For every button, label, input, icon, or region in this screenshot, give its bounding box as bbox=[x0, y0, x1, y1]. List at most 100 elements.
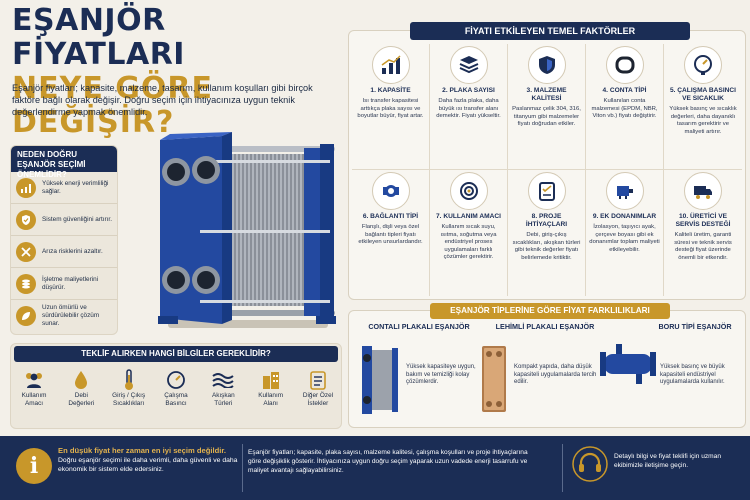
factor-title: 2. PLAKA SAYISI bbox=[442, 87, 495, 94]
factor-card: 9. EK DONANIMLAR İzolasyon, taşıyıcı aya… bbox=[586, 170, 664, 296]
types-panel bbox=[348, 310, 746, 428]
clipboard-icon bbox=[527, 172, 566, 210]
factor-card: 3. MALZEME KALİTESİ Paslanmaz çelik 304,… bbox=[508, 44, 586, 170]
quote-info-label: Çalışma Basıncı bbox=[164, 392, 188, 407]
quote-info-label: Giriş / Çıkış Sıcaklıkları bbox=[112, 392, 146, 407]
building-icon bbox=[251, 368, 291, 392]
quote-info-item: Giriş / Çıkış Sıcaklıkları bbox=[109, 368, 149, 408]
factor-title: 7. KULLANIM AMACI bbox=[436, 213, 501, 220]
factor-title: 9. EK DONANIMLAR bbox=[592, 213, 657, 220]
footer-tip-title: En düşük fiyat her zaman en iyi seçim de… bbox=[58, 446, 226, 455]
leaf-icon bbox=[16, 306, 36, 326]
type-name: BORU TİPİ EŞANJÖR bbox=[658, 322, 732, 331]
why-item: İşletme maliyetlerini düşürür. bbox=[11, 268, 117, 300]
brazed-exchanger-image bbox=[482, 346, 506, 412]
people-icon bbox=[14, 368, 54, 392]
shield-icon bbox=[527, 46, 566, 84]
pressure-gauge-icon bbox=[156, 368, 196, 392]
factor-title: 6. BAĞLANTI TİPİ bbox=[362, 213, 419, 220]
coins-icon bbox=[16, 273, 36, 294]
factor-desc: İzolasyon, taşıyıcı ayak, çerçeve boyası… bbox=[589, 224, 660, 253]
types-heading: EŞANJÖR TİPLERİNE GÖRE FİYAT FARKLILIKLA… bbox=[430, 303, 670, 319]
type-gasketed-plate: CONTALI PLAKALI EŞANJÖR Yüksek kapasitey… bbox=[354, 322, 484, 422]
tools-icon bbox=[16, 241, 36, 262]
why-item-text: İşletme maliyetlerini düşürür. bbox=[42, 275, 99, 291]
factor-card: 10. ÜRETİCİ VE SERVİS DESTEĞİ Kaliteli ü… bbox=[664, 170, 742, 296]
gasket-icon bbox=[605, 46, 644, 84]
info-icon: i bbox=[16, 448, 52, 484]
footer-tip: En düşük fiyat her zaman en iyi seçim de… bbox=[58, 446, 238, 474]
why-item-text: Uzun ömürlü ve sürdürülebilir çözüm suna… bbox=[42, 304, 100, 327]
factor-desc: Kullanılan conta malzemesi (EPDM, NBR, V… bbox=[591, 98, 658, 120]
footer-summary: Eşanjör fiyatları; kapasite, plaka sayıs… bbox=[248, 449, 528, 474]
factor-card: 4. CONTA TİPİ Kullanılan conta malzemesi… bbox=[586, 44, 664, 170]
title-line-1: EŞANJÖR FİYATLARI bbox=[12, 3, 185, 72]
quote-info-label: Kullanım Alanı bbox=[258, 392, 284, 407]
why-item: Sistem güvenliğini artırır. bbox=[11, 204, 117, 236]
gauge-icon bbox=[684, 46, 722, 84]
type-name: CONTALI PLAKALI EŞANJÖR bbox=[368, 322, 470, 331]
headset-icon bbox=[572, 446, 608, 482]
factor-card: 5. ÇALIŞMA BASINCI VE SICAKLIK Yüksek ba… bbox=[664, 44, 742, 170]
factor-title: 5. ÇALIŞMA BASINCI VE SICAKLIK bbox=[669, 87, 737, 102]
factor-desc: Paslanmaz çelik 304, 316, titanyum gibi … bbox=[512, 106, 581, 128]
quote-info-item: Debi Değerleri bbox=[61, 368, 101, 408]
plates-icon bbox=[449, 46, 488, 84]
factor-title: 8. PROJE İHTİYAÇLARI bbox=[525, 213, 568, 228]
why-heading: NEDEN DOĞRU EŞANJÖR SEÇİMİ ÖNEMLİDİR? bbox=[11, 146, 117, 179]
why-item-text: Arıza risklerini azaltır. bbox=[42, 247, 103, 255]
footer-divider bbox=[242, 444, 243, 492]
why-item-text: Sistem güvenliğini artırır. bbox=[42, 215, 112, 223]
factor-card: 2. PLAKA SAYISI Daha fazla plaka, daha b… bbox=[430, 44, 508, 170]
equipment-icon bbox=[605, 172, 644, 210]
footer-divider bbox=[562, 444, 563, 492]
footer-contact: Detaylı bilgi ve fiyat teklifi için uzma… bbox=[614, 453, 722, 469]
why-panel: NEDEN DOĞRU EŞANJÖR SEÇİMİ ÖNEMLİDİR? Yü… bbox=[10, 145, 118, 335]
factor-desc: Isı transfer kapasitesi arttıkça plaka s… bbox=[357, 98, 424, 120]
type-desc: Yüksek kapasiteye uygun, bakım ve temizl… bbox=[406, 364, 476, 386]
factor-title: 3. MALZEME KALİTESİ bbox=[526, 87, 567, 102]
quote-info-item: Akışkan Türleri bbox=[203, 368, 243, 408]
type-name: LEHİMLİ PLAKALI EŞANJÖR bbox=[495, 322, 595, 331]
type-brazed-plate: LEHİMLİ PLAKALI EŞANJÖR Kompakt yapıda, … bbox=[480, 322, 610, 422]
factor-title: 1. KAPASİTE bbox=[370, 87, 411, 94]
type-desc: Yüksek basınç ve büyük kapasiteli endüst… bbox=[660, 364, 725, 386]
pipe-fitting-icon bbox=[371, 172, 410, 210]
page-title: EŞANJÖR FİYATLARI NEYE GÖRE DEĞİŞİR? bbox=[12, 4, 342, 140]
factor-card: 6. BAĞLANTI TİPİ Flanşlı, dişli veya öze… bbox=[352, 170, 430, 296]
drop-icon bbox=[61, 368, 101, 392]
shield-check-icon bbox=[16, 209, 36, 230]
factor-desc: Yüksek basınç ve sıcaklık değerleri, dah… bbox=[669, 106, 737, 135]
quote-info-item: Çalışma Basıncı bbox=[156, 368, 196, 408]
intro-text: Eşanjör fiyatları; kapasite, malzeme, ta… bbox=[12, 83, 313, 117]
title-line-2: NEYE GÖRE DEĞİŞİR? bbox=[12, 71, 213, 140]
factor-desc: Daha fazla plaka, daha büyük ısı transfe… bbox=[436, 98, 501, 120]
type-shell-tube: BORU TİPİ EŞANJÖR Yüksek basınç ve büyük… bbox=[598, 322, 740, 422]
why-item: Uzun ömürlü ve sürdürülebilir çözüm suna… bbox=[11, 300, 117, 332]
factors-heading: FİYATI ETKİLEYEN TEMEL FAKTÖRLER bbox=[410, 22, 690, 40]
quote-info-item: Kullanım Amacı bbox=[14, 368, 54, 408]
quote-info-items: Kullanım Amacı Debi Değerleri Giriş / Çı… bbox=[14, 368, 338, 408]
factor-desc: Debi, giriş-çıkış sıcaklıkları, akışkan … bbox=[512, 232, 581, 261]
gasketed-exchanger-image bbox=[362, 346, 398, 414]
quote-info-item: Diğer Özel İstekler bbox=[298, 368, 338, 408]
factor-card: 1. KAPASİTE Isı transfer kapasitesi artt… bbox=[352, 44, 430, 170]
factor-desc: Flanşlı, dişli veya özel bağlantı tipler… bbox=[358, 224, 423, 246]
why-item: Yüksek enerji verimliliği sağlar. bbox=[11, 172, 117, 204]
factor-desc: Kaliteli üretim, garanti süresi ve tekni… bbox=[674, 232, 732, 261]
bar-chart-icon bbox=[371, 46, 410, 84]
thermometer-icon bbox=[109, 368, 149, 392]
factor-desc: Kullanım sıcak suyu, ısıtma, soğutma vey… bbox=[440, 224, 497, 261]
factor-title: 10. ÜRETİCİ VE SERVİS DESTEĞİ bbox=[675, 213, 731, 228]
chart-up-icon bbox=[16, 177, 36, 198]
checklist-icon bbox=[298, 368, 338, 392]
waves-icon bbox=[203, 368, 243, 392]
factor-card: 8. PROJE İHTİYAÇLARI Debi, giriş-çıkış s… bbox=[508, 170, 586, 296]
quote-info-item: Kullanım Alanı bbox=[251, 368, 291, 408]
type-desc: Kompakt yapıda, daha düşük kapasiteli uy… bbox=[514, 364, 597, 386]
quote-info-label: Akışkan Türleri bbox=[211, 392, 235, 407]
shell-tube-exchanger-image bbox=[600, 344, 656, 384]
quote-info-label: Debi Değerleri bbox=[68, 392, 95, 407]
footer-tip-text: Doğru eşanjör seçimi ile daha verimli, d… bbox=[58, 457, 238, 473]
factor-title: 4. CONTA TİPİ bbox=[602, 87, 647, 94]
